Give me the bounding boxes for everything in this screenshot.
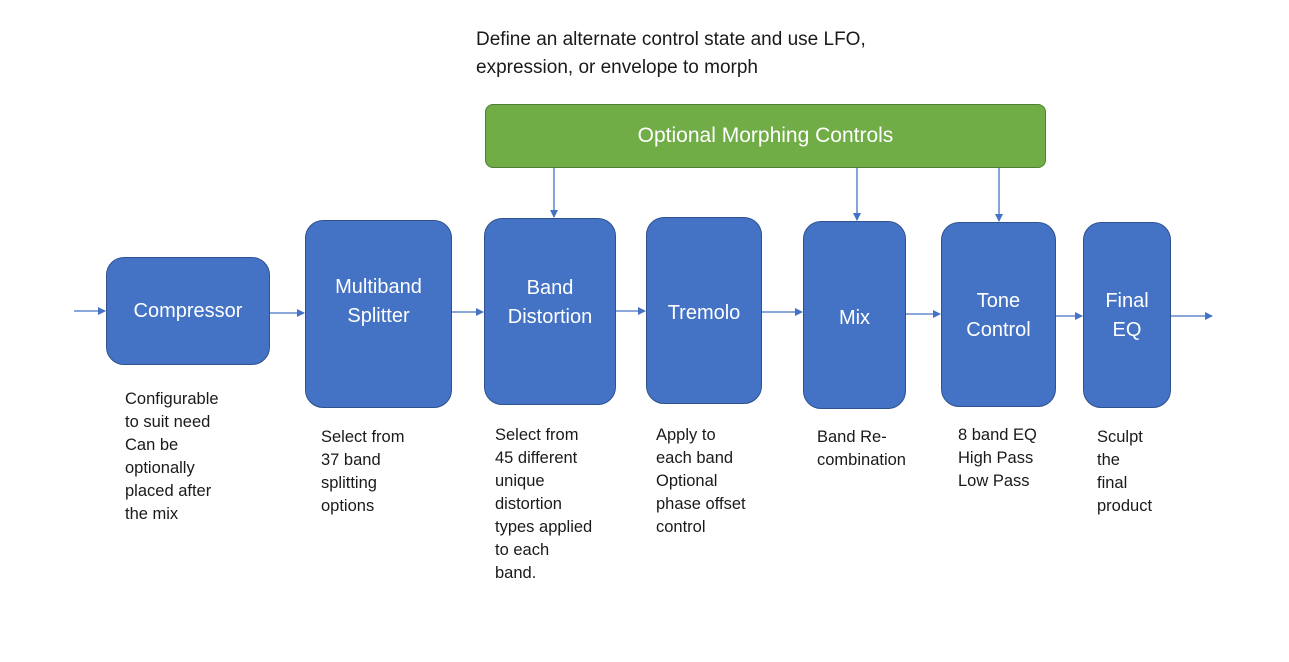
final-eq-label: Final EQ (1105, 290, 1149, 341)
compressor-description: Configurable to suit need Can be optiona… (125, 390, 219, 523)
tone-control-description: 8 band EQ High Pass Low Pass (958, 426, 1037, 490)
final-eq-description: Sculpt the final product (1097, 428, 1153, 515)
tremolo-label: Tremolo (667, 302, 741, 324)
tone-control-label: Tone Control (966, 290, 1031, 341)
morphing-note: Define an alternate control state and us… (476, 29, 866, 78)
tremolo-description: Apply to each band Optional phase offset… (656, 426, 746, 536)
final-eq-block: Final EQ (1083, 222, 1171, 408)
compressor-block: Compressor (106, 257, 270, 365)
compressor-label: Compressor (133, 299, 243, 322)
mix-block: Mix (803, 221, 906, 409)
mix-description: Band Re- combination (817, 428, 906, 469)
multiband-splitter-label: Multiband Splitter (335, 276, 422, 327)
band-distortion-block: Band Distortion (484, 218, 616, 405)
mix-label: Mix (838, 307, 871, 329)
tremolo-block: Tremolo (646, 217, 762, 404)
optional-morphing-controls-label: Optional Morphing Controls (637, 124, 894, 147)
tone-control-block: Tone Control (941, 222, 1056, 407)
band-distortion-label: Band Distortion (507, 277, 593, 328)
optional-morphing-controls-box: Optional Morphing Controls (485, 104, 1046, 168)
multiband-splitter-block: Multiband Splitter (305, 220, 452, 408)
band-distortion-description: Select from 45 different unique distorti… (495, 426, 593, 582)
multiband-splitter-description: Select from 37 band splitting options (321, 428, 405, 515)
